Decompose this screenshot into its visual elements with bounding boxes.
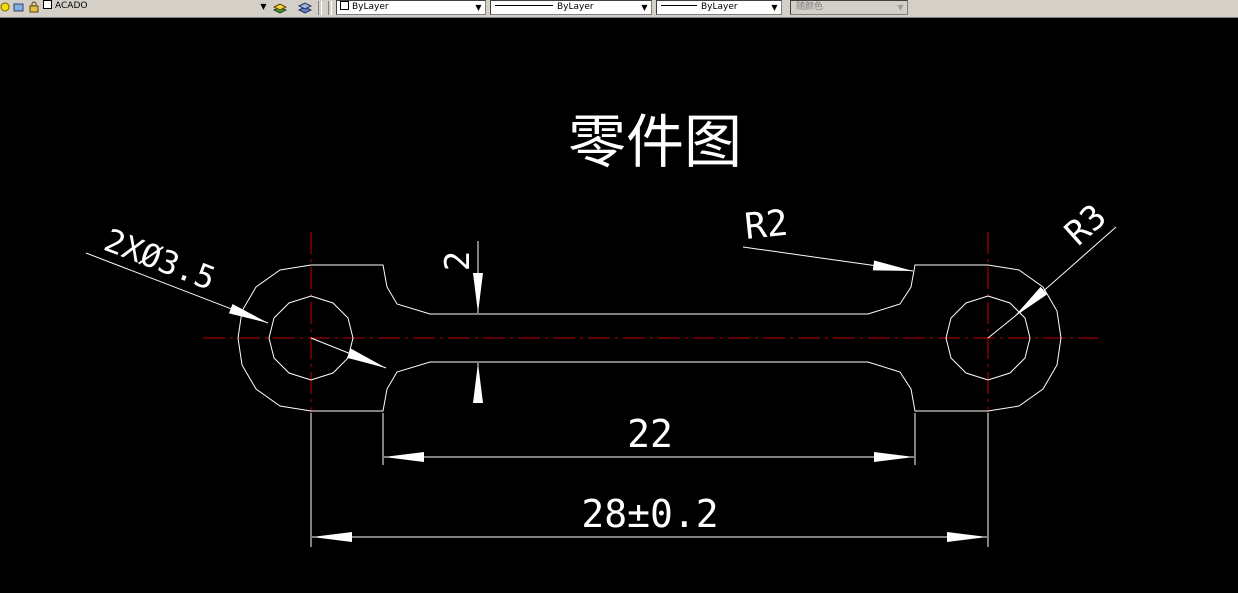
color-swatch-icon xyxy=(340,1,349,10)
make-layer-current-icon[interactable] xyxy=(273,1,287,14)
toolbar-separator xyxy=(328,1,332,15)
dim-text-end-radius: R3 xyxy=(1057,197,1114,254)
chevron-down-icon[interactable]: ▼ xyxy=(260,2,267,11)
leader-end-radius-inner xyxy=(987,316,1015,339)
linetype-value: ByLayer xyxy=(557,2,594,12)
right-end-arc xyxy=(987,264,1062,412)
layer-color-swatch-icon xyxy=(43,0,52,9)
drawing-canvas[interactable]: 零件图 22 28±0.2 2 2XØ3.5 R2 R3 xyxy=(0,17,1238,593)
lineweight-value: ByLayer xyxy=(701,2,738,12)
linetype-dropdown[interactable]: ByLayer ▼ xyxy=(490,0,652,15)
chevron-down-icon[interactable]: ▼ xyxy=(475,3,482,12)
left-end-arc xyxy=(237,264,312,412)
chevron-down-icon[interactable]: ▼ xyxy=(771,3,778,12)
chevron-down-icon: ▼ xyxy=(897,3,904,12)
dim-text-thickness: 2 xyxy=(438,251,478,271)
right-hole xyxy=(945,295,1031,381)
plot-style-dropdown[interactable]: 随颜色 ▼ xyxy=(790,0,908,15)
color-dropdown[interactable]: ByLayer ▼ xyxy=(336,0,486,15)
linetype-preview-icon xyxy=(495,5,553,6)
leader-end-radius xyxy=(1013,226,1117,318)
drawing-title: 零件图 xyxy=(568,108,742,176)
part-outline xyxy=(237,264,1062,412)
layer-dropdown[interactable]: ACADO ▼ xyxy=(40,0,270,15)
dim-text-holes: 2XØ3.5 xyxy=(99,221,221,298)
dim-text-28: 28±0.2 xyxy=(581,492,718,536)
layer-name: ACADO xyxy=(55,1,88,11)
layer-manager-icon[interactable] xyxy=(298,1,312,14)
lineweight-preview-icon xyxy=(661,5,697,6)
properties-toolbar: ACADO ▼ ByLayer ▼ ByLayer ▼ ByLayer ▼ 随颜… xyxy=(0,0,1238,18)
leader-holes-inner xyxy=(310,337,387,369)
freeze-icon[interactable] xyxy=(12,1,26,14)
leader-holes-outer xyxy=(85,252,269,324)
lock-icon[interactable] xyxy=(27,1,41,14)
layer-state-icon[interactable] xyxy=(0,1,14,14)
leader-fillet xyxy=(742,246,914,272)
dim-text-fillet: R2 xyxy=(743,203,790,248)
bottom-edge xyxy=(311,361,988,412)
color-value: ByLayer xyxy=(352,2,389,12)
lineweight-dropdown[interactable]: ByLayer ▼ xyxy=(656,0,782,15)
plot-style-value: 随颜色 xyxy=(796,2,824,12)
dim-text-22: 22 xyxy=(627,412,673,456)
toolbar-separator xyxy=(318,1,322,15)
top-edge xyxy=(311,264,988,315)
left-hole xyxy=(268,295,354,381)
chevron-down-icon[interactable]: ▼ xyxy=(641,3,648,12)
dimensions xyxy=(85,226,1117,547)
